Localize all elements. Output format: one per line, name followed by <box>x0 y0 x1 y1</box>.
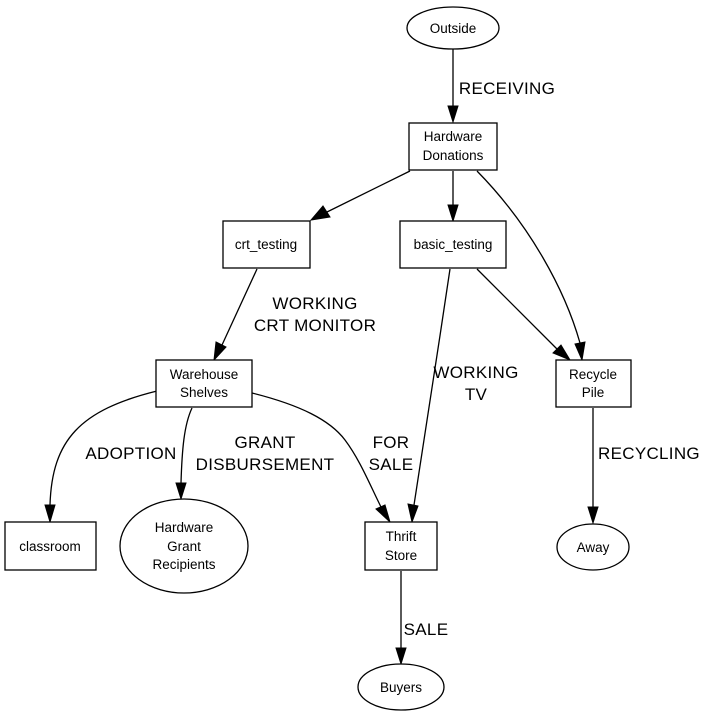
node-label: Store <box>385 548 417 563</box>
node-hardware-donations[interactable]: Hardware Donations <box>408 122 498 171</box>
node-basic-testing[interactable]: basic_testing <box>399 220 507 269</box>
edge-line <box>326 170 411 213</box>
node-shape <box>555 359 632 408</box>
node-shape <box>364 521 438 571</box>
node-label: Hardware <box>155 520 214 535</box>
edge-crt-testing-to-warehouse-shelves: WORKING CRT MONITOR <box>213 268 376 362</box>
edge-label-working-tv: WORKING <box>433 363 518 382</box>
node-shape <box>399 220 507 269</box>
edge-label-working-crt-monitor: WORKING <box>272 294 357 313</box>
node-shape <box>556 523 630 571</box>
node-label: Recipients <box>152 557 215 572</box>
node-warehouse-shelves[interactable]: Warehouse Shelves <box>155 359 253 408</box>
node-classroom[interactable]: classroom <box>4 521 97 571</box>
edge-label-working-crt-monitor: CRT MONITOR <box>254 316 376 335</box>
arrow-head-icon <box>407 503 419 524</box>
node-label: Outside <box>430 21 477 36</box>
node-label: Pile <box>582 385 605 400</box>
arrow-head-icon <box>375 504 391 524</box>
node-shape <box>4 521 97 571</box>
edge-label-grant-disbursement: DISBURSEMENT <box>196 455 335 474</box>
node-label: Hardware <box>424 129 483 144</box>
edge-warehouse-shelves-to-thrift-store: FOR SALE <box>251 392 414 524</box>
node-shape <box>408 122 498 171</box>
edge-outside-to-hardware-donations: RECEIVING <box>447 49 555 124</box>
edge-line <box>413 268 451 506</box>
edge-label-for-sale: SALE <box>369 455 414 474</box>
edge-label-grant-disbursement: GRANT <box>235 433 296 452</box>
node-label: Warehouse <box>170 367 239 382</box>
edge-hardware-donations-to-basic-testing <box>447 171 459 223</box>
edge-hardware-donations-to-recycle-pile <box>476 170 586 362</box>
edge-line <box>251 392 382 508</box>
arrow-head-icon <box>447 204 459 223</box>
node-outside[interactable]: Outside <box>406 6 500 50</box>
arrow-head-icon <box>447 105 459 124</box>
node-shape <box>357 663 445 711</box>
edge-line <box>476 268 558 350</box>
node-crt-testing[interactable]: crt_testing <box>222 220 311 269</box>
node-thrift-store[interactable]: Thrift Store <box>364 521 438 571</box>
edge-basic-testing-to-recycle-pile <box>476 268 572 362</box>
node-label: Away <box>577 540 610 555</box>
node-shape <box>119 498 249 594</box>
edge-label-sale: SALE <box>404 620 449 639</box>
node-label: Thrift <box>386 529 417 544</box>
node-label: crt_testing <box>235 237 297 252</box>
node-buyers[interactable]: Buyers <box>357 663 445 711</box>
edge-line <box>180 407 193 484</box>
edge-line <box>49 390 158 506</box>
node-label: Recycle <box>569 367 617 382</box>
node-label: Grant <box>167 539 201 554</box>
node-label: Buyers <box>380 680 422 695</box>
arrow-head-icon <box>309 205 331 221</box>
arrow-head-icon <box>395 647 407 666</box>
edge-line <box>476 170 581 344</box>
edge-label-for-sale: FOR <box>373 433 410 452</box>
node-recycle-pile[interactable]: Recycle Pile <box>555 359 632 408</box>
edge-label-recycling: RECYCLING <box>598 444 700 463</box>
node-label: Donations <box>423 148 484 163</box>
edge-basic-testing-to-thrift-store: WORKING TV <box>407 268 518 524</box>
arrow-head-icon <box>44 504 56 524</box>
edge-label-adoption: ADOPTION <box>85 444 176 463</box>
node-label: basic_testing <box>414 237 493 252</box>
node-away[interactable]: Away <box>556 523 630 571</box>
node-label: classroom <box>19 539 81 554</box>
edge-hardware-donations-to-crt-testing <box>309 170 411 221</box>
edge-warehouse-shelves-to-classroom: ADOPTION <box>44 390 176 524</box>
edge-warehouse-shelves-to-grant-recipients: GRANT DISBURSEMENT <box>175 407 335 501</box>
edge-line <box>221 268 258 346</box>
arrow-head-icon <box>574 341 586 362</box>
edge-thrift-store-to-buyers: SALE <box>395 571 449 666</box>
node-label: Shelves <box>180 385 228 400</box>
arrow-head-icon <box>552 344 572 362</box>
edge-recycle-pile-to-away: RECYCLING <box>587 408 700 525</box>
node-shape <box>155 359 253 408</box>
arrow-head-icon <box>587 506 599 525</box>
node-shape <box>406 6 500 50</box>
edge-label-working-tv: TV <box>465 385 488 404</box>
node-shape <box>222 220 311 269</box>
node-hardware-grant-recipients[interactable]: Hardware Grant Recipients <box>119 498 249 594</box>
arrow-head-icon <box>175 482 187 501</box>
arrow-head-icon <box>213 341 227 362</box>
edge-label-receiving: RECEIVING <box>459 79 555 98</box>
